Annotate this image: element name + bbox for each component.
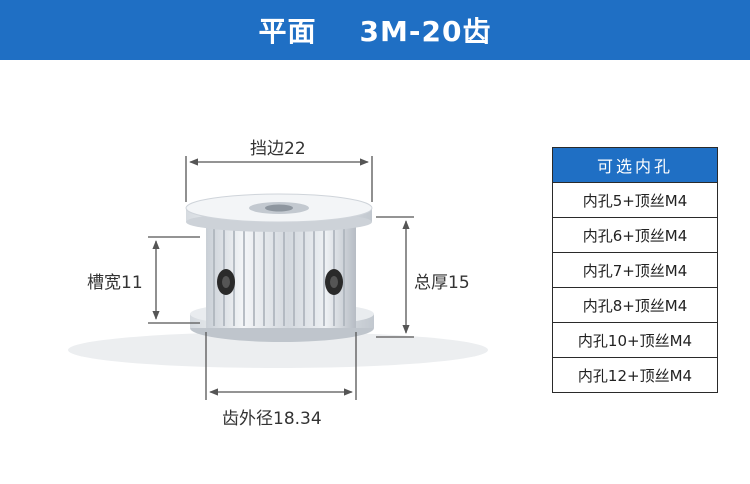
flange-width-label: 挡边22	[250, 139, 306, 159]
bore-option-row: 内孔7+顶丝M4	[552, 252, 718, 288]
bore-options-table: 可选内孔 内孔5+顶丝M4 内孔6+顶丝M4 内孔7+顶丝M4 内孔8+顶丝M4…	[552, 147, 718, 393]
title-banner: 平面 3M-20齿	[0, 0, 750, 60]
bore-table-header: 可选内孔	[552, 147, 718, 183]
bore-option-row: 内孔12+顶丝M4	[552, 357, 718, 393]
bore-option-row: 内孔10+顶丝M4	[552, 322, 718, 358]
pulley-figure: 挡边22 槽宽11 总厚15 齿外径18.34	[0, 60, 540, 484]
pulley-illustration	[68, 156, 488, 400]
shadow	[68, 332, 488, 368]
bore-option-row: 内孔8+顶丝M4	[552, 287, 718, 323]
tooth-body	[206, 220, 356, 328]
outer-diameter-label: 齿外径18.34	[222, 409, 322, 429]
bore-option-row: 内孔6+顶丝M4	[552, 217, 718, 253]
groove-width-label: 槽宽11	[87, 273, 143, 293]
bore-hole	[265, 204, 293, 212]
dimension-lines	[148, 156, 414, 400]
top-flange	[185, 193, 373, 232]
total-thickness-label: 总厚15	[414, 273, 470, 293]
page-title: 平面 3M-20齿	[258, 15, 492, 48]
bore-option-row: 内孔5+顶丝M4	[552, 182, 718, 218]
